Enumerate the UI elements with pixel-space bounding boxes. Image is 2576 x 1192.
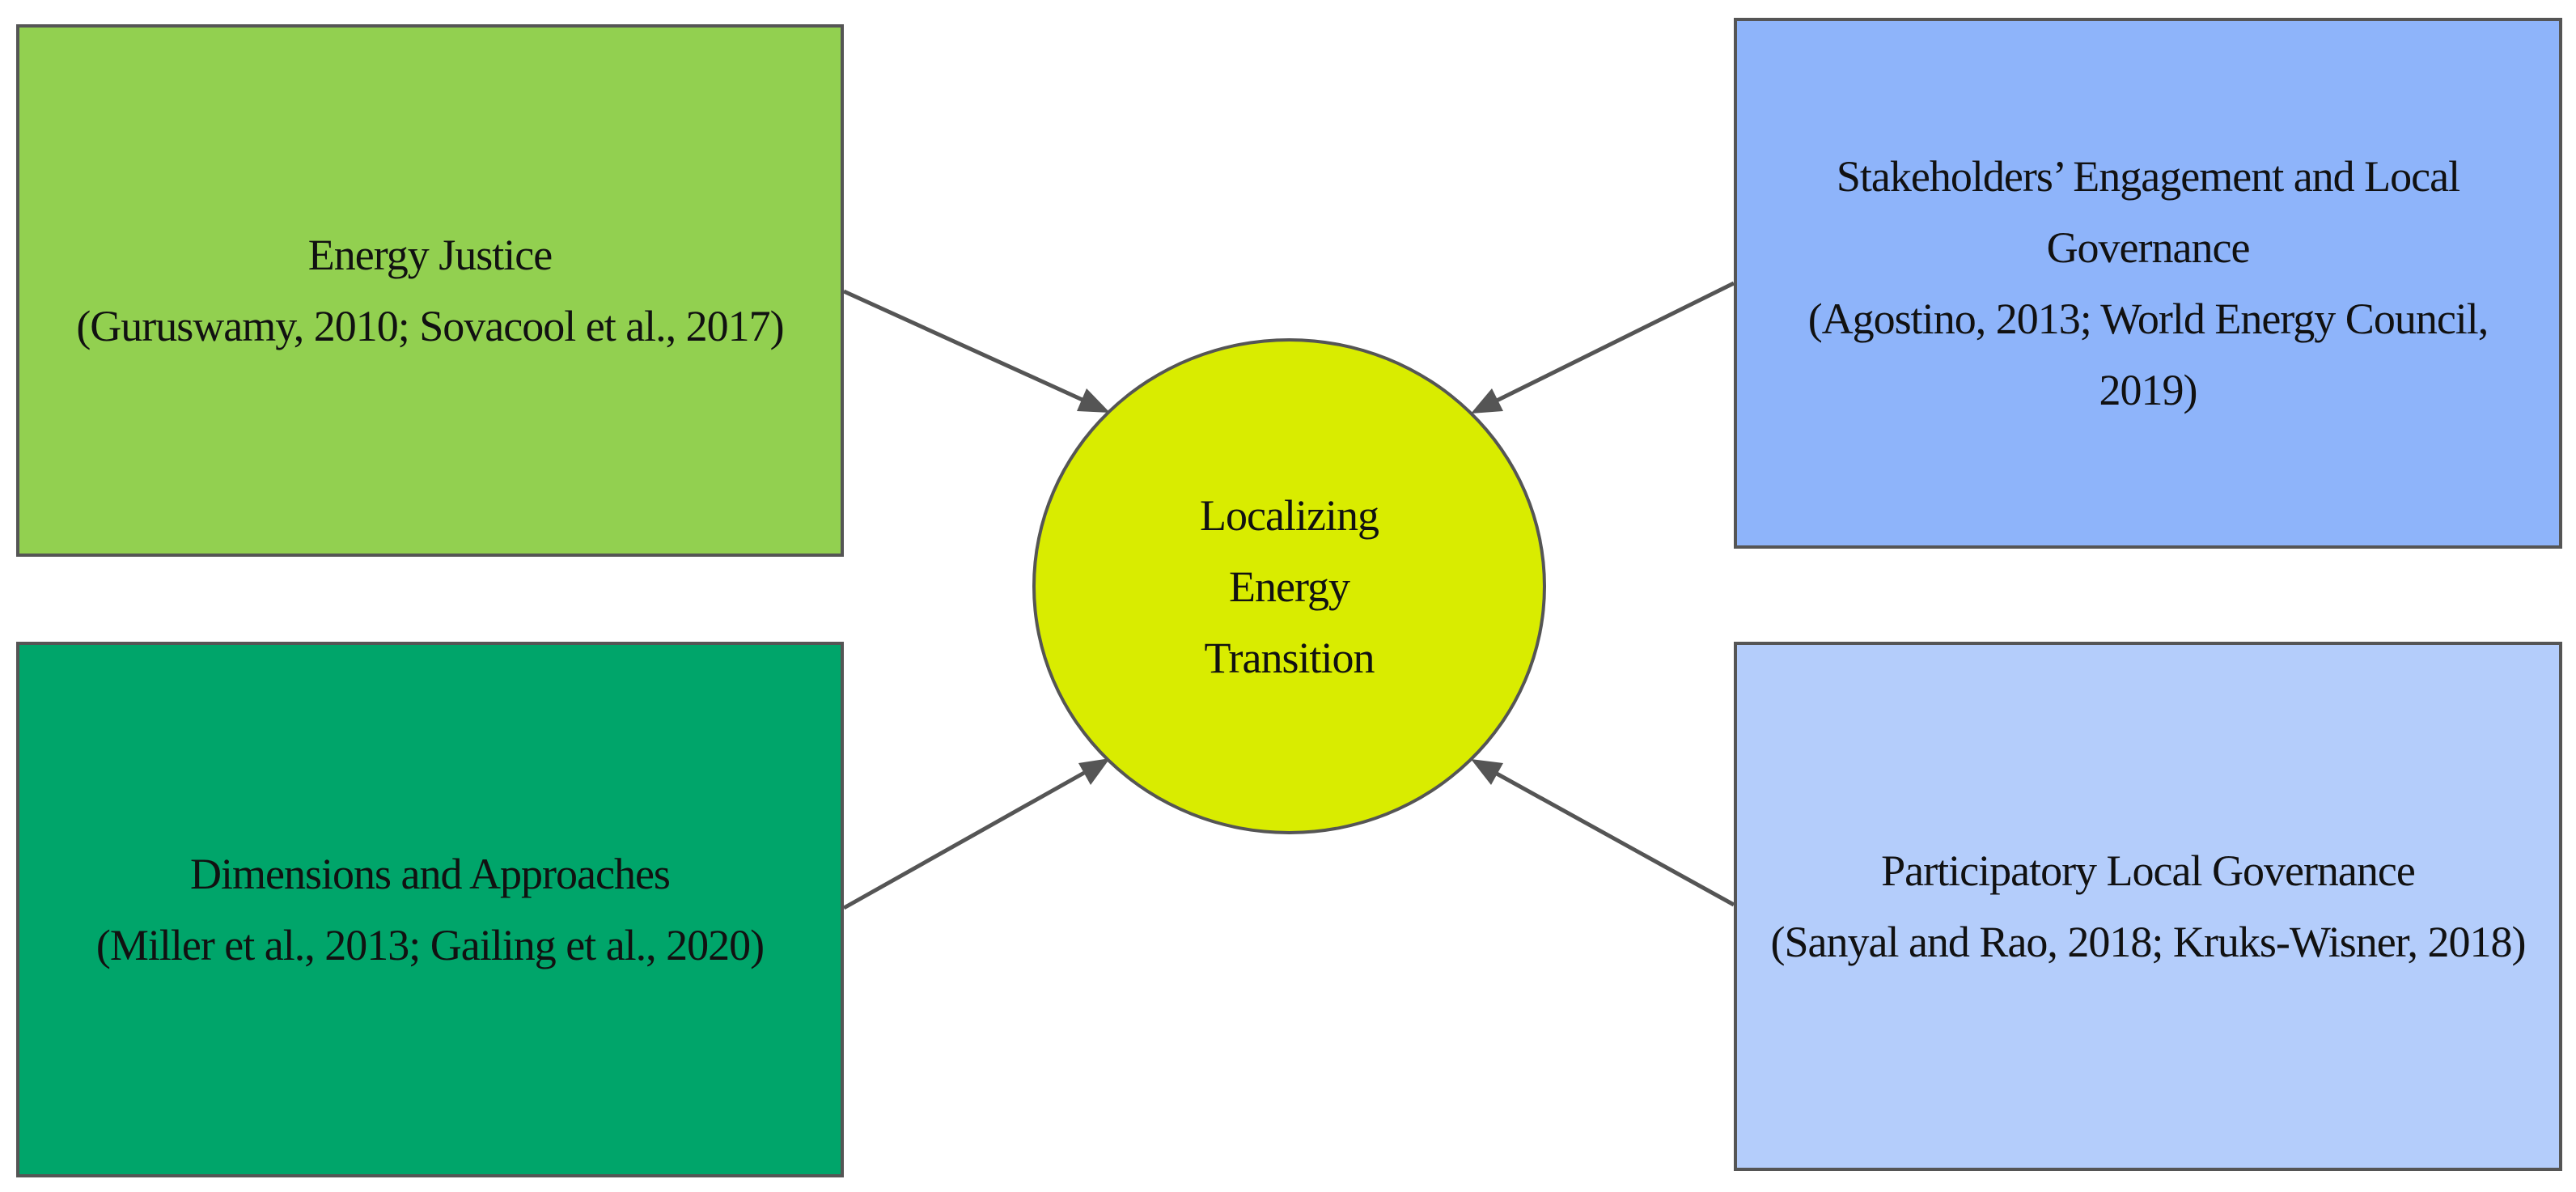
arrow-stakeholders: [1471, 281, 1735, 414]
stakeholders-citation-line1: (Agostino, 2013; World Energy Council,: [1807, 295, 2489, 343]
participatory-citation: (Sanyal and Rao, 2018; Kruks-Wisner, 201…: [1770, 918, 2527, 966]
central-hub-circle: Localizing Energy Transition: [1032, 338, 1546, 834]
stakeholders-title-line1: Stakeholders’ Engagement and Local: [1836, 152, 2460, 201]
arrow-dimensions: [842, 758, 1110, 910]
energy-justice-citation: (Guruswamy, 2010; Sovacool et al., 2017): [76, 302, 784, 350]
energy-justice-title: Energy Justice: [307, 231, 553, 279]
participatory-box: Participatory Local Governance (Sanyal a…: [1734, 642, 2562, 1171]
hub-line-3: Transition: [1204, 633, 1375, 682]
dimensions-title: Dimensions and Approaches: [190, 850, 671, 898]
stakeholders-citation-line2: 2019): [2099, 366, 2198, 414]
hub-line-1: Localizing: [1200, 490, 1379, 540]
dimensions-citation: (Miller et al., 2013; Gailing et al., 20…: [95, 921, 765, 969]
dimensions-box: Dimensions and Approaches (Miller et al.…: [16, 642, 844, 1177]
stakeholders-title-line2: Governance: [2046, 223, 2251, 272]
participatory-title: Participatory Local Governance: [1881, 846, 2416, 895]
energy-justice-box: Energy Justice (Guruswamy, 2010; Sovacoo…: [16, 24, 844, 557]
hub-line-2: Energy: [1229, 562, 1350, 611]
stakeholders-box: Stakeholders’ Engagement and Local Gover…: [1734, 18, 2562, 549]
arrow-energy-justice: [842, 289, 1110, 413]
arrow-participatory: [1471, 759, 1735, 907]
